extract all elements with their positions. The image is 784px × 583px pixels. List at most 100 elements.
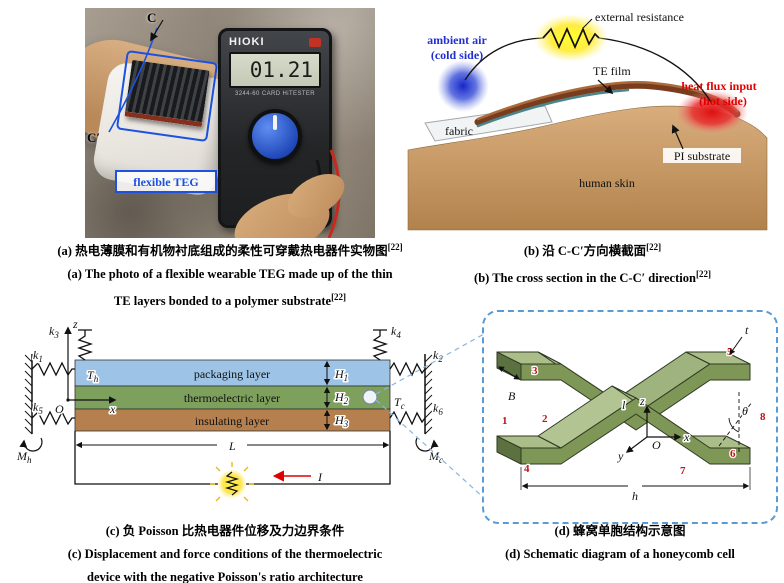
cell-x-label: x xyxy=(683,430,690,444)
cell-z-label: z xyxy=(639,394,645,408)
cold-side-glow xyxy=(437,60,489,112)
resistance-leader-line xyxy=(582,18,593,29)
caption-c-en-2: device with the negative Poisson's ratio… xyxy=(87,570,363,583)
t-leader-arrow xyxy=(729,336,743,355)
rotary-dial xyxy=(248,109,302,163)
section-line-annotation xyxy=(108,19,164,133)
te-film-arrow xyxy=(597,79,614,95)
thermoelectric-layer-label: thermoelectric layer xyxy=(184,391,280,405)
caption-a-en-2: TE layers bonded to a polymer substrate[… xyxy=(113,292,347,309)
spring-k2 xyxy=(389,361,426,377)
resistor-zigzag xyxy=(542,26,600,50)
multimeter-display: 01.21 xyxy=(229,52,321,88)
pi-substrate-arrow xyxy=(671,124,684,150)
vertex-number-2: 2 xyxy=(542,413,548,425)
vertex-number-1: 1 xyxy=(502,415,508,427)
caption-d-en: (d) Schematic diagram of a honeycomb cel… xyxy=(505,547,735,561)
l-label: l xyxy=(622,398,626,412)
caption-b-en: (b) The cross section in the C-C′ direct… xyxy=(474,269,711,286)
k2-label: k2 xyxy=(433,348,443,364)
cold-side-label: (cold side) xyxy=(431,48,483,62)
multimeter-head: HIOKI xyxy=(221,31,329,50)
cross-section-drawing: external resistance ambient air (cold si… xyxy=(407,10,768,231)
vertex-number-5: 5 xyxy=(727,346,733,358)
insulating-layer-label: insulating layer xyxy=(195,414,269,428)
theta-arc xyxy=(728,417,740,433)
moment-hot-label: Mh xyxy=(16,449,32,465)
flexible-teg-callout: flexible TEG xyxy=(115,170,217,193)
honeycomb-bottom-piece xyxy=(496,385,751,465)
bottom-piece-front-face xyxy=(520,397,751,465)
b-arrow-front xyxy=(508,372,521,380)
human-skin-label: human skin xyxy=(579,176,635,190)
origin-point xyxy=(66,398,70,402)
current-label: I xyxy=(317,470,323,484)
spring-k1 xyxy=(31,361,75,377)
temp-hot-label: Th xyxy=(87,368,99,384)
vertex-number-7: 7 xyxy=(680,465,686,477)
hot-side-glow xyxy=(676,90,748,134)
packaging-layer-label: packaging layer xyxy=(194,367,270,381)
vertex-number-6: 6 xyxy=(730,448,736,460)
vertex-number-8: 8 xyxy=(760,411,766,423)
caption-a-en-1: (a) The photo of a flexible wearable TEG… xyxy=(67,267,393,282)
caption-c: (c) 负 Poisson 比热电器件位移及力边界条件 (c) Displace… xyxy=(15,524,435,583)
spring-k4 xyxy=(371,329,389,361)
multimeter-brand: HIOKI xyxy=(229,36,265,48)
k6-label: k6 xyxy=(433,401,443,417)
b-label: B xyxy=(508,389,516,403)
honeycomb-drawing: 1 2 3 4 5 6 7 8 t l B h θ xyxy=(496,322,767,505)
h3-label: H3 xyxy=(334,413,349,429)
cell-origin-label: O xyxy=(652,438,661,452)
origin-label: O xyxy=(55,402,64,416)
fabric-label: fabric xyxy=(445,124,473,138)
multimeter-model: 3244-60 CARD HiTESTER xyxy=(234,91,316,97)
circuit-wire-right xyxy=(598,37,712,103)
t-label: t xyxy=(745,323,749,337)
section-label-c-prime: C′ xyxy=(87,130,101,145)
panel-a-photo: C C′ flexible TEG HIOKI 01.21 3244-60 CA… xyxy=(85,8,375,238)
caption-b: (b) 沿 C-C′方向横截面[22] (b) The cross sectio… xyxy=(415,240,770,294)
te-film-label: TE film xyxy=(593,64,631,78)
bulb-rays xyxy=(210,462,254,502)
external-resistance-label: external resistance xyxy=(595,10,684,24)
heat-flux-label: heat flux input xyxy=(681,79,756,93)
caption-b-cn: (b) 沿 C-C′方向横截面[22] xyxy=(523,242,662,259)
film-underside-edge xyxy=(476,88,630,128)
theta-label: θ xyxy=(742,404,748,418)
moment-cold-label: Mc xyxy=(428,449,443,465)
hot-side-label: (hot side) xyxy=(699,94,747,108)
caption-c-cn: (c) 负 Poisson 比热电器件位移及力边界条件 xyxy=(105,524,345,538)
section-label-c: C xyxy=(147,10,157,25)
boundary-diagram-drawing: packaging layer thermoelectric layer ins… xyxy=(15,316,445,502)
moment-hot-arrow xyxy=(19,437,43,452)
caption-a: (a) 热电薄膜和有机物衬底组成的柔性可穿戴热电器件实物图[22] (a) Th… xyxy=(40,240,420,317)
panel-c-boundary-diagram: packaging layer thermoelectric layer ins… xyxy=(5,312,465,524)
k1-label: k1 xyxy=(33,348,43,364)
pi-label-background xyxy=(663,148,741,163)
h-label: h xyxy=(632,489,638,503)
spring-k3 xyxy=(76,329,94,361)
spring-k5 xyxy=(31,410,75,426)
multimeter: HIOKI 01.21 3244-60 CARD HiTESTER xyxy=(218,28,332,228)
h-extension-ticks xyxy=(520,467,751,490)
spring-k6 xyxy=(389,410,426,426)
vertex-number-4: 4 xyxy=(524,463,530,475)
ambient-air-label: ambient air xyxy=(427,33,487,47)
k3-label: k3 xyxy=(49,324,59,340)
k4-label: k4 xyxy=(391,324,401,340)
h1-label: H1 xyxy=(334,367,348,383)
panel-d-honeycomb-box: 1 2 3 4 5 6 7 8 t l B h θ xyxy=(482,310,778,524)
panel-b-cross-section: external resistance ambient air (cold si… xyxy=(393,4,781,238)
z-axis-label: z xyxy=(72,317,78,331)
zoom-source-circle xyxy=(362,389,378,405)
k5-label: k5 xyxy=(33,400,43,416)
x-axis-label: x xyxy=(109,402,116,416)
temp-cold-label: Tc xyxy=(394,395,405,411)
right-wall-hatching xyxy=(424,354,433,435)
b-arrow-back xyxy=(497,366,510,374)
caption-c-en-1: (c) Displacement and force conditions of… xyxy=(67,547,383,561)
c-cprime-section-line xyxy=(108,27,158,133)
length-label: L xyxy=(228,439,236,453)
